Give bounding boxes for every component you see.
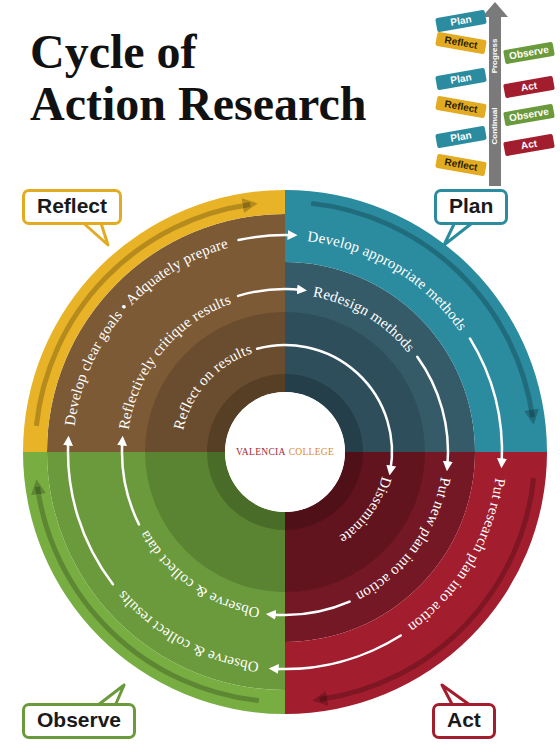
spiral-label: Observe xyxy=(503,104,555,126)
logo-text: VALENCIA xyxy=(236,447,286,457)
hub-shade xyxy=(216,383,354,521)
ring-label: Observe & collect data xyxy=(136,528,261,621)
band-arrow xyxy=(37,487,258,701)
observe-callout: Observe xyxy=(22,703,136,739)
ring-label: Redesign methods xyxy=(312,284,418,355)
title: Cycle of Action Research xyxy=(30,25,366,130)
cycle-arrow xyxy=(417,357,448,467)
ring-label: Put research plan into action xyxy=(405,477,508,636)
spiral-label: Plan xyxy=(435,126,487,148)
plan-callout: Plan xyxy=(434,189,508,225)
reflect-callout: Reflect xyxy=(22,189,122,225)
logo-text: COLLEGE xyxy=(289,447,334,457)
spiral-label: Act xyxy=(503,76,555,98)
callout-label: Plan xyxy=(449,194,493,217)
title-spacer xyxy=(220,26,390,78)
cycle-arrow xyxy=(274,636,401,669)
cycle-arrow xyxy=(238,235,292,240)
band-arrow xyxy=(36,204,250,425)
spiral-label: Plan xyxy=(435,10,487,32)
cycle-arrow xyxy=(122,441,139,525)
ring-label: Reflectively critique results xyxy=(116,291,233,430)
callout-label: Reflect xyxy=(37,194,107,217)
spiral-label: Reflect xyxy=(435,32,487,54)
pole-label: Continual xyxy=(490,108,500,145)
cycle-arrow xyxy=(68,441,113,585)
ring-label: Develop clear goals • Adquately prepare xyxy=(62,235,230,427)
spiral-label: Observe xyxy=(503,42,555,64)
pole-label: Progress xyxy=(490,39,500,74)
cycle-arrow xyxy=(271,602,350,615)
cycle-arrow xyxy=(470,338,502,463)
spiral-pole xyxy=(489,14,501,186)
spiral-label: Reflect xyxy=(435,96,487,118)
cycle-arrow xyxy=(238,289,302,296)
ring-label: Disseminate xyxy=(336,475,394,547)
title-block: Cycle of Action Research xyxy=(30,26,390,130)
college-logo-circle: VALENCIACOLLEGE xyxy=(225,392,345,512)
callout-label: Act xyxy=(447,708,481,731)
spiral-label: Reflect xyxy=(435,154,487,176)
act-callout: Act xyxy=(432,703,496,739)
band-arrow xyxy=(320,478,534,699)
ring-label: Put new plan into action xyxy=(353,476,453,605)
pole-arrow-head xyxy=(482,2,508,17)
callout-label: Observe xyxy=(37,708,121,731)
spiral-label: Plan xyxy=(435,68,487,90)
spiral-label: Act xyxy=(503,134,555,156)
